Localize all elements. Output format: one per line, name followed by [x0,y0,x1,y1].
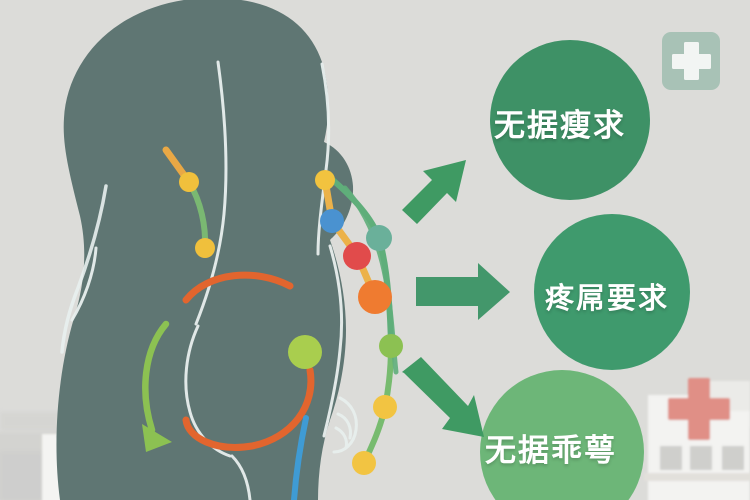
arrow-green-curved-shaft [142,320,170,434]
meridian-points [179,170,403,475]
red-cross-icon [668,378,730,440]
bubble-3[interactable] [480,370,644,500]
arc-orange-lower [182,366,315,451]
pt-line-teal[interactable] [366,225,392,251]
pt-hip-large[interactable] [288,335,322,369]
pt-leg-yellow1[interactable] [373,395,397,419]
arrow-down-right-icon [402,357,484,437]
bubble-2[interactable] [534,214,690,370]
pt-leg-green[interactable] [379,334,403,358]
line-blue-leg [291,415,309,500]
medical-cross-badge [662,32,720,90]
arc-orange-upper [182,271,294,304]
line-orange-dots [321,176,379,301]
outcome-bubbles [480,40,690,500]
pt-line-orange[interactable] [358,280,392,314]
arrow-right-icon [416,263,510,320]
flow-arrows [402,160,510,437]
pt-line-red[interactable] [343,242,371,270]
arrow-up-right-icon [402,160,466,224]
bubble-1[interactable] [490,40,650,200]
pt-leg-yellow2[interactable] [352,451,376,475]
pt-back-upper[interactable] [179,172,199,192]
pt-line-yellow[interactable] [315,170,335,190]
hip-annotations [142,271,315,500]
arm-separation-line [60,184,108,354]
hospital-building-right [644,378,750,500]
pt-line-blue[interactable] [320,209,344,233]
pt-back-lower[interactable] [195,238,215,258]
arrow-green-curved-head [142,424,172,452]
